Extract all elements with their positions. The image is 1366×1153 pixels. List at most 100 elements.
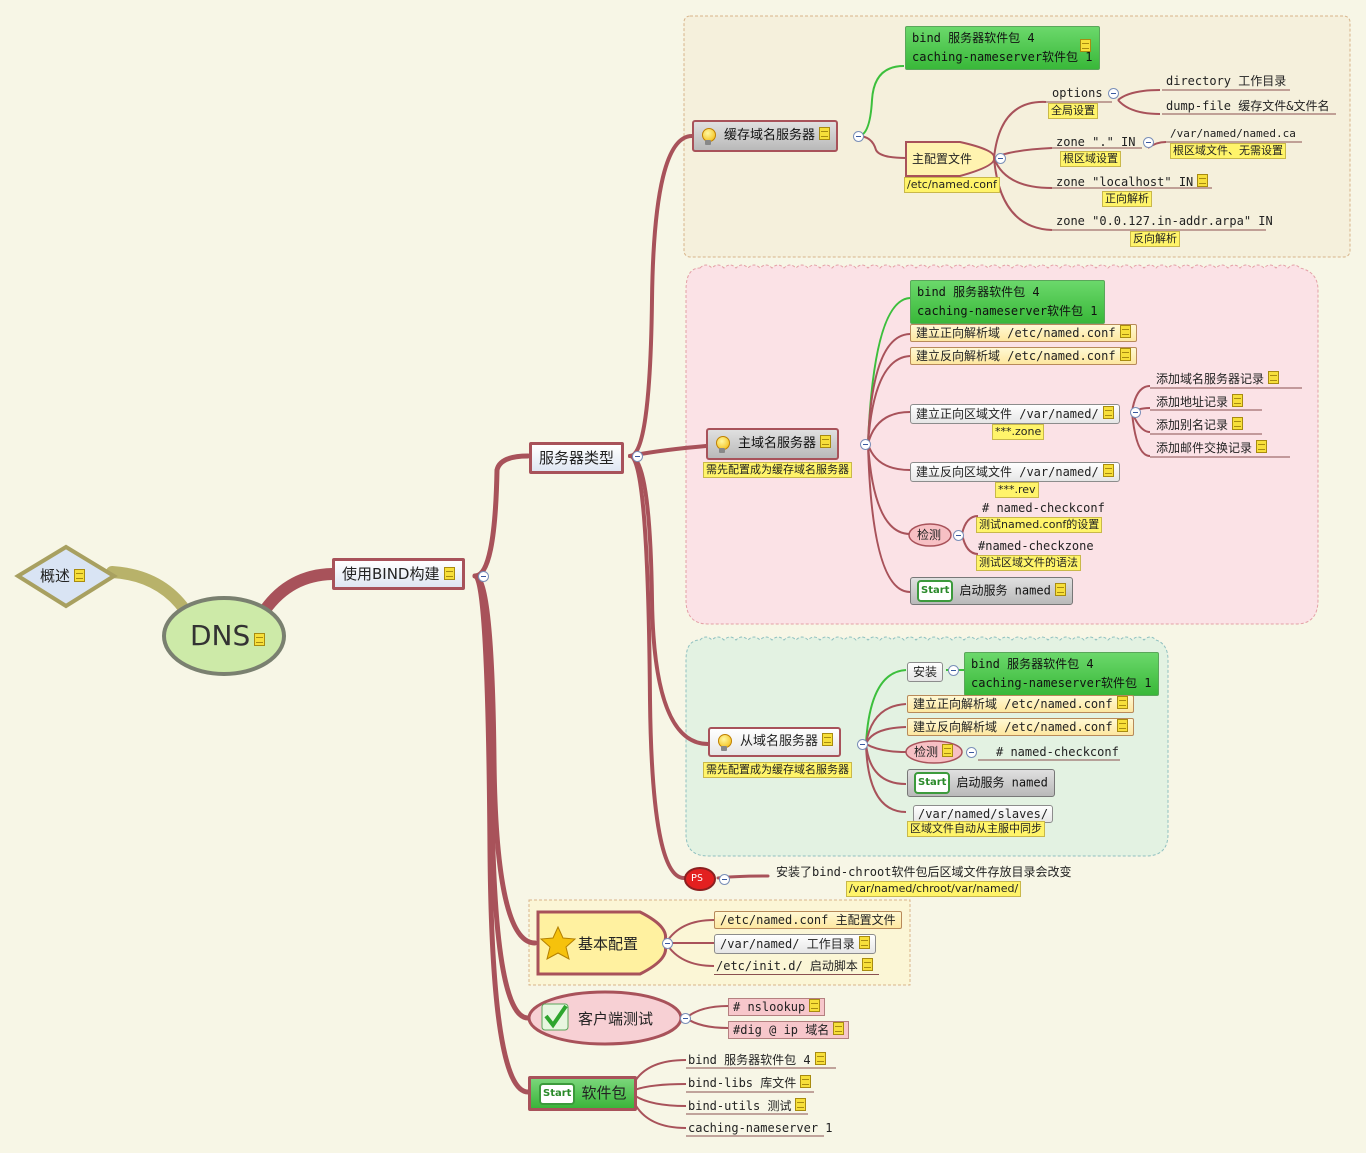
- note-icon[interactable]: [1079, 39, 1091, 52]
- note-icon[interactable]: [800, 1075, 812, 1088]
- note-icon[interactable]: [74, 569, 86, 582]
- root-node[interactable]: DNS: [190, 620, 266, 652]
- zone-reverse-label[interactable]: zone "0.0.127.in-addr.arpa" IN: [1056, 214, 1273, 228]
- collapse-toggle[interactable]: [860, 439, 871, 450]
- collapse-toggle[interactable]: [478, 571, 489, 582]
- options-label[interactable]: options: [1052, 86, 1103, 100]
- collapse-toggle[interactable]: [995, 153, 1006, 164]
- record-item[interactable]: 添加别名记录: [1154, 417, 1245, 433]
- note-icon[interactable]: [1256, 440, 1268, 453]
- client-test-item[interactable]: #dig @ ip 域名: [728, 1021, 850, 1039]
- note-icon[interactable]: [814, 1052, 826, 1065]
- checkconf-label[interactable]: # named-checkconf: [982, 501, 1105, 515]
- package-item[interactable]: bind-utils 测试: [686, 1098, 808, 1114]
- zone-localhost-node[interactable]: zone "localhost" IN: [1054, 174, 1210, 190]
- client-test-item[interactable]: # nslookup: [728, 998, 826, 1016]
- collapse-toggle[interactable]: [857, 739, 868, 750]
- checkconf-label[interactable]: # named-checkconf: [996, 745, 1119, 759]
- slave-server-node[interactable]: 从域名服务器: [708, 727, 842, 757]
- ps-node[interactable]: PS: [691, 873, 704, 884]
- slave-install-node[interactable]: 安装: [907, 662, 944, 682]
- note-icon[interactable]: [1197, 174, 1209, 187]
- note-icon[interactable]: [1102, 406, 1114, 419]
- slave-fwd-domain[interactable]: 建立正向解析域 /etc/named.conf: [907, 695, 1134, 713]
- collapse-toggle[interactable]: [948, 665, 959, 676]
- package-line-2: caching-nameserver软件包 1: [917, 304, 1098, 318]
- package-line-1: bind 服务器软件包 4: [912, 31, 1035, 45]
- zone-root-label[interactable]: zone "." IN: [1056, 135, 1136, 149]
- collapse-toggle[interactable]: [853, 131, 864, 142]
- slaves-note: 区域文件自动从主服中同步: [907, 821, 1045, 837]
- note-icon[interactable]: [1116, 696, 1128, 709]
- collapse-toggle[interactable]: [680, 1013, 691, 1024]
- collapse-toggle[interactable]: [953, 530, 964, 541]
- note-icon[interactable]: [861, 958, 873, 971]
- named-ca-label[interactable]: /var/named/named.ca: [1170, 127, 1296, 140]
- dumpfile-label[interactable]: dump-file 缓存文件&文件名: [1166, 99, 1330, 113]
- build-node[interactable]: 使用BIND构建: [332, 558, 465, 590]
- main-conf-node[interactable]: 主配置文件: [912, 151, 972, 167]
- note-icon[interactable]: [443, 567, 455, 580]
- note-icon[interactable]: [819, 127, 831, 140]
- rev-domain-label: 建立反向解析域 /etc/named.conf: [913, 720, 1113, 734]
- note-icon[interactable]: [1102, 464, 1114, 477]
- package-item[interactable]: bind 服务器软件包 4: [686, 1052, 828, 1068]
- note-icon[interactable]: [1119, 325, 1131, 338]
- master-check-node[interactable]: 检测: [917, 528, 942, 542]
- note-icon[interactable]: [820, 435, 832, 448]
- record-item[interactable]: 添加域名服务器记录: [1154, 371, 1281, 387]
- note-icon[interactable]: [1232, 417, 1244, 430]
- master-fwd-zone-file[interactable]: 建立正向区域文件 /var/named/: [910, 404, 1120, 424]
- slave-rev-domain[interactable]: 建立反向解析域 /etc/named.conf: [907, 718, 1134, 736]
- record-item[interactable]: 添加邮件交换记录: [1154, 440, 1269, 456]
- server-types-node[interactable]: 服务器类型: [529, 442, 625, 474]
- note-icon[interactable]: [1116, 719, 1128, 732]
- note-icon[interactable]: [809, 999, 821, 1012]
- master-fwd-domain[interactable]: 建立正向解析域 /etc/named.conf: [910, 324, 1137, 342]
- collapse-toggle[interactable]: [662, 938, 673, 949]
- collapse-toggle[interactable]: [1108, 88, 1119, 99]
- note-icon[interactable]: [1119, 348, 1131, 361]
- master-rev-zone-file[interactable]: 建立反向区域文件 /var/named/: [910, 462, 1120, 482]
- basic-config-node[interactable]: 基本配置: [578, 935, 639, 953]
- record-item[interactable]: 添加地址记录: [1154, 394, 1245, 410]
- client-test-node[interactable]: 客户端测试: [578, 1010, 654, 1028]
- package-label: bind 服务器软件包 4: [688, 1053, 811, 1067]
- caching-server-node[interactable]: 缓存域名服务器: [692, 120, 839, 152]
- note-icon[interactable]: [833, 1022, 845, 1035]
- note-icon[interactable]: [858, 936, 870, 949]
- checkzone-label[interactable]: #named-checkzone: [978, 539, 1094, 553]
- master-server-node[interactable]: 主域名服务器: [706, 428, 840, 460]
- options-note: 全局设置: [1048, 103, 1098, 119]
- package-item[interactable]: caching-nameserver 1: [686, 1120, 835, 1136]
- directory-label[interactable]: directory 工作目录: [1166, 74, 1287, 88]
- note-icon[interactable]: [822, 733, 834, 746]
- note-icon[interactable]: [942, 744, 954, 757]
- collapse-toggle[interactable]: [719, 874, 730, 885]
- note-icon[interactable]: [795, 1098, 807, 1111]
- basic-config-item[interactable]: /var/named/ 工作目录: [714, 934, 876, 954]
- note-icon[interactable]: [254, 633, 266, 646]
- collapse-toggle[interactable]: [632, 451, 643, 462]
- slave-check-node[interactable]: 检测: [914, 744, 954, 760]
- package-item[interactable]: bind-libs 库文件: [686, 1075, 813, 1091]
- note-icon[interactable]: [1232, 394, 1244, 407]
- collapse-toggle[interactable]: [966, 747, 977, 758]
- note-icon[interactable]: [1054, 582, 1066, 596]
- master-rev-domain[interactable]: 建立反向解析域 /etc/named.conf: [910, 347, 1137, 365]
- basic-config-item[interactable]: /etc/named.conf 主配置文件: [714, 911, 902, 929]
- package-line-2: caching-nameserver软件包 1: [971, 676, 1152, 690]
- basic-config-item[interactable]: /etc/init.d/ 启动脚本: [714, 958, 879, 975]
- rev-zone-file-label: 建立反向区域文件 /var/named/: [916, 465, 1099, 479]
- note-icon[interactable]: [1268, 371, 1280, 384]
- overview-node[interactable]: 概述: [40, 566, 86, 586]
- collapse-toggle[interactable]: [1143, 137, 1154, 148]
- ps-text[interactable]: 安装了bind-chroot软件包后区域文件存放目录会改变: [776, 865, 1072, 879]
- collapse-toggle[interactable]: [1130, 407, 1141, 418]
